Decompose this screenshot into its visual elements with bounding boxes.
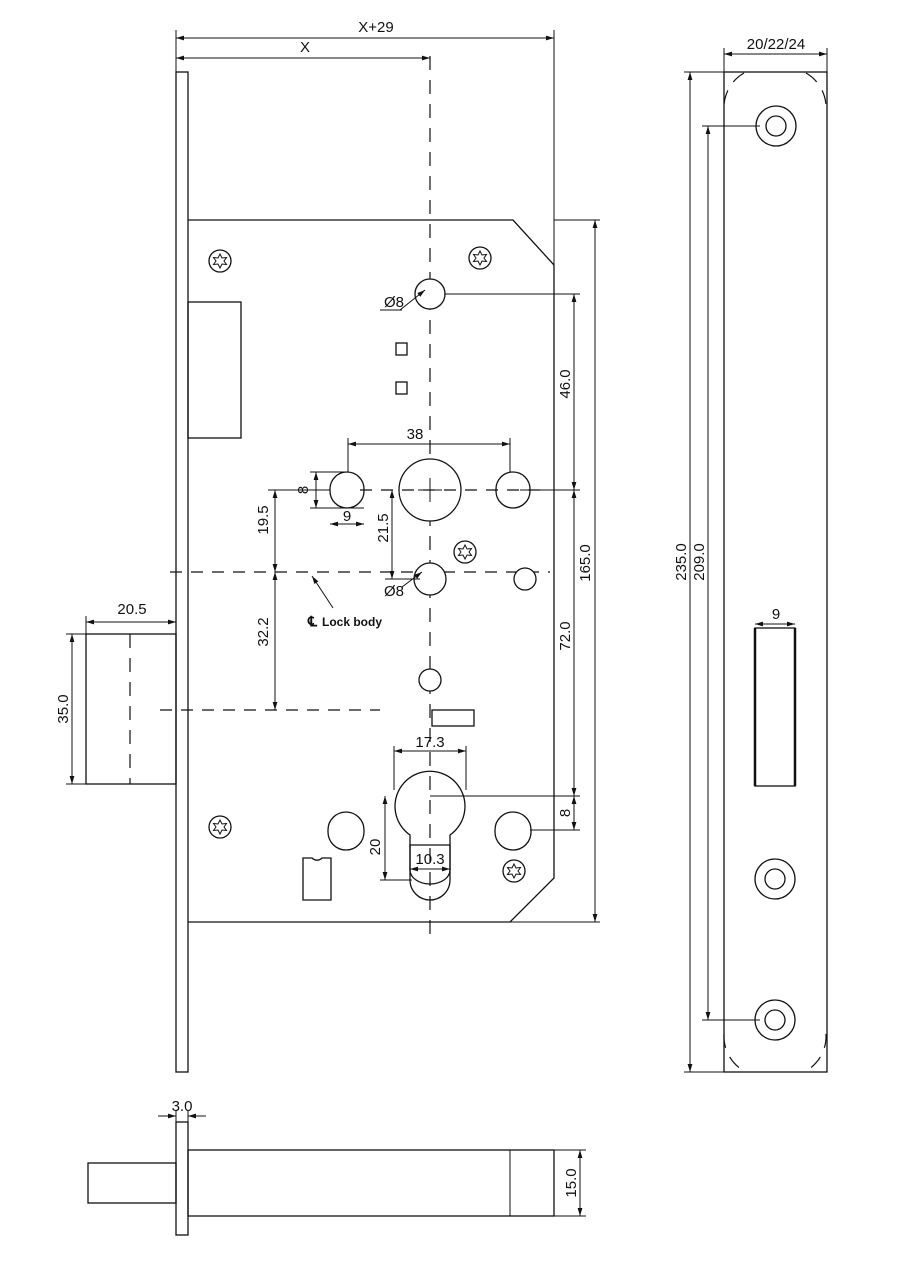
lock-body bbox=[188, 219, 555, 923]
dim-offset-72: 72.0 bbox=[557, 621, 574, 650]
dim-cyl-narrow: 10.3 bbox=[415, 851, 444, 868]
dim-latch-projection: 20.5 bbox=[117, 601, 146, 618]
handle-hole-left bbox=[329, 471, 365, 509]
dim-thickness-3: 3.0 bbox=[172, 1098, 193, 1115]
faceplate-view: 9 20/22/24 235.0 209.0 bbox=[673, 36, 828, 1073]
dim-offset-19-5: 19.5 bbox=[255, 505, 272, 534]
faceplate-edge bbox=[175, 1121, 189, 1236]
dim-cyl-width: 17.3 bbox=[415, 734, 444, 751]
dim-hole-9: 9 bbox=[343, 508, 351, 525]
dim-cyl-offset-8: 8 bbox=[557, 809, 574, 817]
centerline-label: Lock body bbox=[322, 615, 382, 629]
latch-window bbox=[187, 301, 242, 439]
screw-icon bbox=[468, 246, 492, 270]
dim-backset: X bbox=[300, 39, 310, 56]
bolt-stub bbox=[87, 1162, 177, 1204]
dim-slot-width: 9 bbox=[772, 606, 780, 623]
dim-offset-32-2: 32.2 bbox=[255, 617, 272, 646]
dim-total-width: X+29 bbox=[358, 19, 393, 36]
dim-offset-46: 46.0 bbox=[557, 369, 574, 398]
dim-faceplate-209: 209.0 bbox=[691, 543, 708, 581]
dim-hole-top: Ø8 bbox=[384, 294, 404, 311]
screw-icon bbox=[502, 859, 526, 883]
dim-hole-mid: Ø8 bbox=[384, 583, 404, 600]
screw-icon bbox=[208, 815, 232, 839]
dim-bolt-15: 15.0 bbox=[563, 1168, 580, 1197]
dim-height-165: 165.0 bbox=[577, 544, 594, 582]
square-slot bbox=[395, 342, 408, 356]
lock-body-edge bbox=[187, 1149, 555, 1217]
screw-icon bbox=[208, 249, 232, 273]
dim-latch-height: 35.0 bbox=[55, 694, 72, 723]
faceplate bbox=[723, 71, 828, 1073]
bottom-view: 3.0 15.0 bbox=[87, 1098, 586, 1236]
dim-cyl-height: 20 bbox=[367, 839, 384, 856]
dim-faceplate-thickness: 20/22/24 bbox=[747, 36, 805, 53]
centerline-symbol: ℄ bbox=[307, 613, 318, 629]
latch-slot bbox=[754, 627, 796, 787]
square-slot bbox=[395, 381, 408, 395]
dim-faceplate-235: 235.0 bbox=[673, 543, 690, 581]
screw-icon bbox=[453, 540, 477, 564]
dim-offset-21-5: 21.5 bbox=[375, 513, 392, 542]
latch-bolt bbox=[85, 633, 177, 785]
dim-spacing-38: 38 bbox=[407, 426, 424, 443]
front-view: X+29 X Ø8 Ø8 38 8 9 19.5 32.2 21.5 bbox=[55, 19, 600, 1073]
cylinder-cutout bbox=[394, 770, 466, 885]
